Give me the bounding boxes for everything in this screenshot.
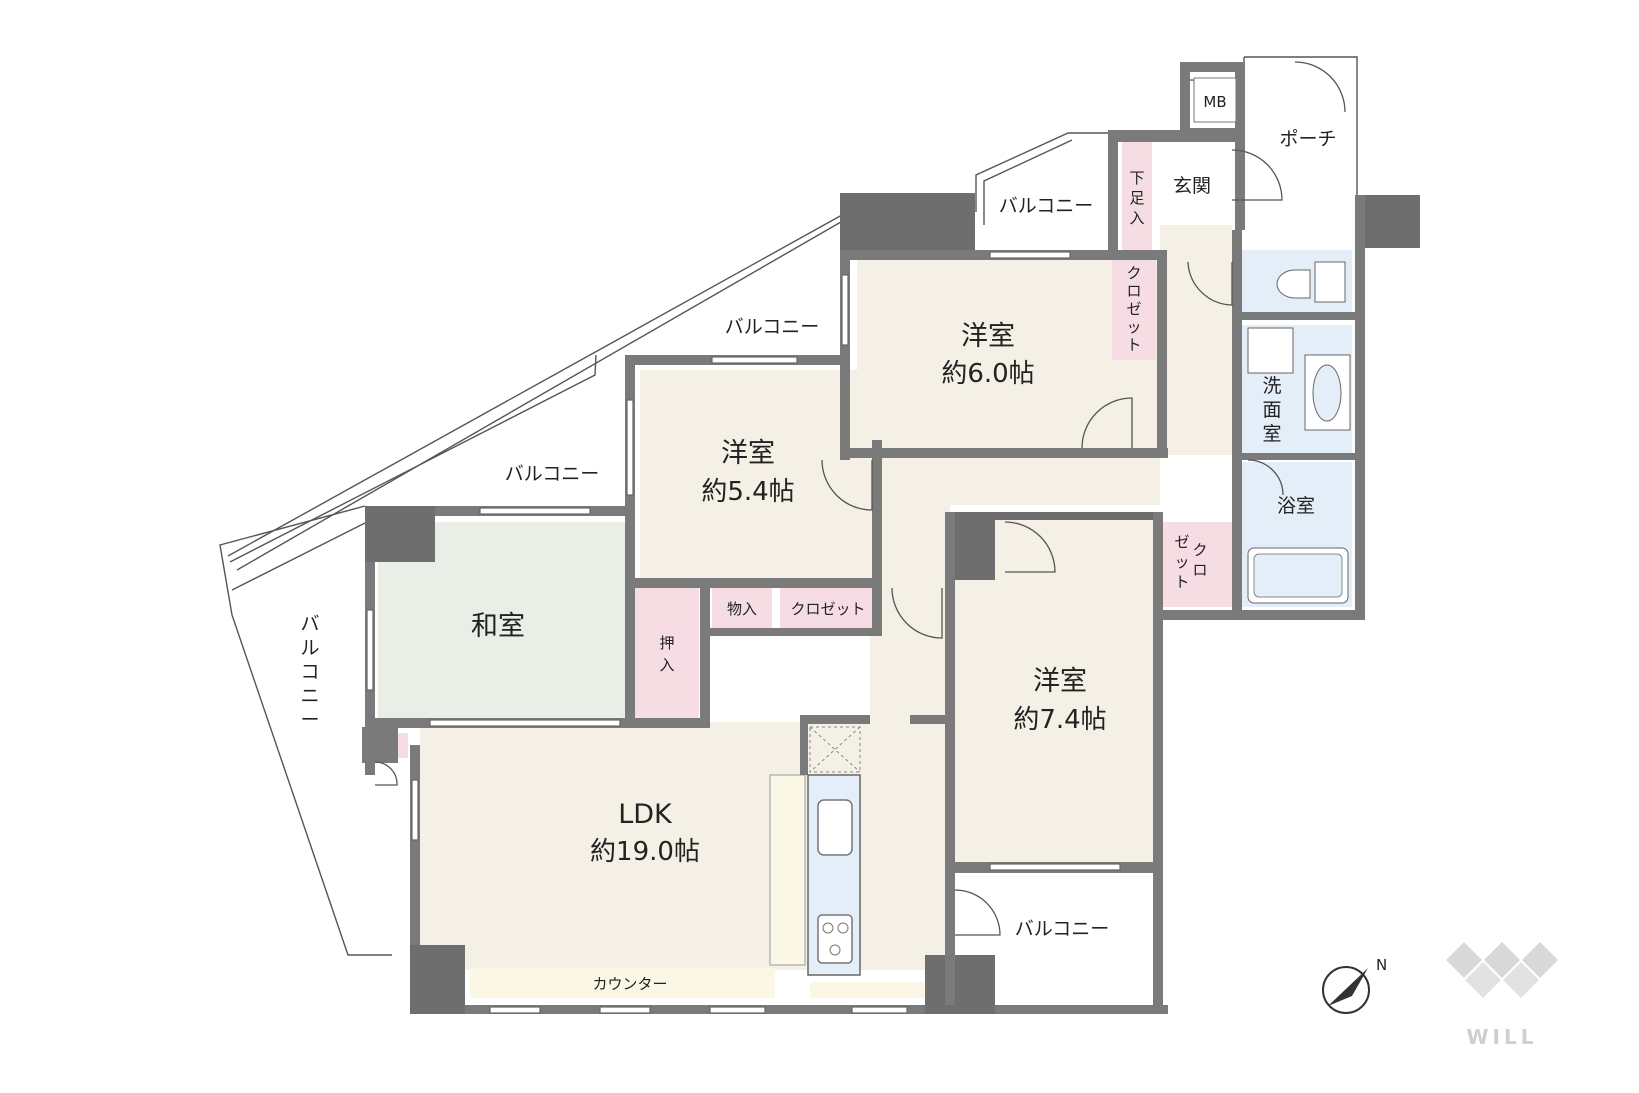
balcony-label-top: バルコニー [999, 195, 1094, 217]
window-ldk-bottom-4 [851, 1006, 908, 1014]
window-western1-top [989, 251, 1071, 259]
burner-icon [837, 922, 849, 934]
japanese-room-floor [378, 522, 627, 718]
washroom-label-3: 室 [1262, 423, 1281, 445]
closet-label: クロゼット [790, 600, 865, 618]
doors [374, 61, 1346, 936]
window-western2-top [711, 356, 798, 364]
window-ldk-bottom-1 [489, 1006, 541, 1014]
western-room-1-name: 洋室 [961, 321, 1015, 352]
closet-floor [780, 588, 875, 628]
closet-vertical-label-5: ト [1126, 336, 1141, 354]
closet-vertical-label-3: ゼ [1126, 300, 1141, 318]
window-ldk-left [411, 779, 419, 841]
burner-icon [829, 944, 841, 956]
closet-vertical-label-2: ロ [1126, 282, 1141, 300]
balcony-vertical-label-2: ル [300, 637, 319, 659]
mb-box [1193, 77, 1237, 123]
balcony-label-mid: バルコニー [725, 316, 820, 338]
fridge-space [809, 726, 861, 773]
balcony-vertical-label-5: ー [300, 709, 319, 731]
balcony-vertical-label-1: バ [300, 613, 319, 635]
washing-machine-icon [1247, 327, 1294, 374]
closet-small-label-2: ク [1192, 541, 1207, 559]
porch-label: ポーチ [1279, 128, 1336, 150]
hall-floor-2 [870, 455, 950, 725]
storage-floor [712, 588, 772, 628]
brand-logo: WILL [1446, 942, 1558, 1049]
entrance-label: 玄関 [1173, 175, 1211, 197]
window-ldk-bottom-3 [709, 1006, 766, 1014]
window-japanese-bottom [429, 719, 621, 727]
toilet-icon [1276, 269, 1311, 299]
washroom-label-1: 洗 [1262, 375, 1281, 397]
shoe-storage-floor [1122, 142, 1152, 254]
western-room-2-name: 洋室 [721, 438, 775, 469]
brand-name: WILL [1467, 1025, 1538, 1049]
window-western2-left [626, 399, 634, 496]
labels: 洋室 約6.0帖 洋室 約5.4帖 洋室 約7.4帖 和室 LDK 約19.0帖… [300, 93, 1336, 993]
closet-vertical-floor [1112, 258, 1156, 360]
storage-label: 物入 [727, 600, 757, 618]
balcony-vertical-label-4: ニ [300, 685, 319, 707]
closet-vertical-label-4: ッ [1126, 318, 1141, 336]
oshiire-floor [635, 588, 699, 718]
washroom-label-2: 面 [1262, 399, 1281, 421]
shoe-storage-label-2: 足 [1129, 189, 1144, 207]
ldk-name: LDK [618, 799, 673, 830]
window-ldk-bottom-2 [599, 1006, 651, 1014]
ldk-floor [420, 722, 949, 970]
closet-small-label-5: ト [1174, 573, 1189, 591]
counter-label: カウンター [592, 975, 667, 993]
closet-small-label-1: ゼ [1174, 533, 1189, 551]
kitchen-right-floor [810, 982, 930, 998]
ldk-size: 約19.0帖 [590, 837, 700, 867]
balcony-vertical-label-3: コ [300, 661, 319, 683]
basin-icon [1312, 364, 1342, 422]
windows [366, 251, 1121, 1014]
sink-icon [817, 799, 853, 856]
toilet-tank-icon [1314, 261, 1346, 303]
shoe-storage-label-3: 入 [1129, 209, 1144, 227]
compass-north-label: N [1376, 956, 1387, 974]
kitchen-counter-floor [769, 774, 806, 966]
mb-label: MB [1203, 93, 1226, 111]
window-japanese-top [479, 507, 591, 515]
western-room-1-floor [857, 260, 1157, 448]
western-room-3-name: 洋室 [1033, 666, 1087, 697]
stove-icon [817, 914, 853, 964]
oshiire-label-1: 押 [659, 634, 674, 652]
closet-small-label-4: ロ [1192, 561, 1207, 579]
bathroom-label: 浴室 [1277, 495, 1315, 517]
burner-icon [822, 922, 834, 934]
compass-icon: N [1322, 956, 1387, 1014]
balcony-label-bottom: バルコニー [1015, 918, 1110, 940]
japanese-room-name: 和室 [471, 611, 525, 642]
bathtub-inner [1253, 553, 1343, 598]
window-western3-bottom [989, 863, 1121, 871]
closet-vertical-label-1: ク [1126, 264, 1141, 282]
wet-fixtures [1247, 261, 1351, 604]
shoe-storage-label-1: 下 [1129, 169, 1144, 187]
window-japanese-left [366, 609, 374, 691]
western-room-3-size: 約7.4帖 [1013, 705, 1106, 735]
oshiire-label-2: 入 [659, 656, 674, 674]
western-room-1-size: 約6.0帖 [941, 359, 1034, 389]
balcony-label-left: バルコニー [505, 463, 600, 485]
window-western1-left [841, 274, 849, 346]
kitchen [807, 726, 861, 976]
closet-small-floor [1162, 522, 1232, 607]
counter-floor [470, 968, 775, 998]
closet-small-label-3: ッ [1174, 553, 1189, 571]
western-room-2-size: 約5.4帖 [701, 477, 794, 507]
western-room-2-floor [640, 370, 872, 578]
